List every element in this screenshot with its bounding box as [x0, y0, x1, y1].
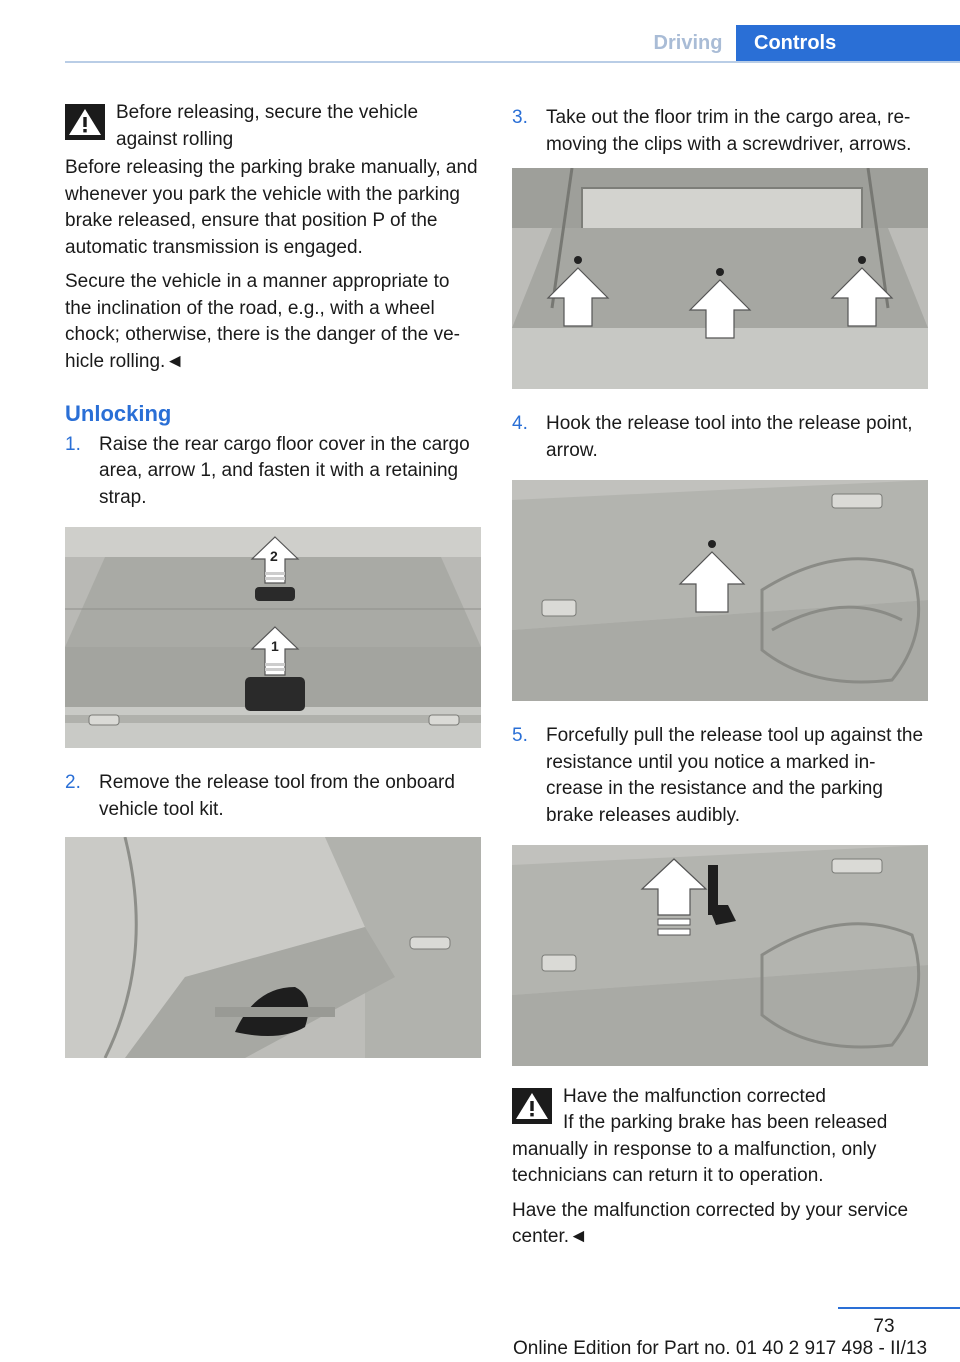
step-text: Take out the floor trim in the cargo are…	[546, 107, 912, 155]
step-number: 3.	[512, 107, 528, 128]
page-number: 73	[873, 1316, 895, 1337]
footer-rule	[838, 1307, 960, 1309]
steps-list: 4. Hook the release tool into the releas…	[512, 411, 928, 464]
steps-list: 3. Take out the floor trim in the cargo …	[512, 105, 928, 158]
steps-list: 2. Remove the release tool from the onbo…	[65, 770, 481, 823]
warning-paragraph: If the parking brake has been released m…	[512, 1112, 888, 1186]
steps-list: 5. Forcefully pull the release tool up a…	[512, 723, 928, 829]
step-text: Forcefully pull the release tool up agai…	[546, 725, 924, 826]
warning-paragraph: Have the malfunction corrected by your s…	[512, 1199, 909, 1248]
figure-cargo-floor: 2 1	[65, 527, 481, 748]
warning-box: Have the malfunction corrected	[512, 1084, 928, 1132]
left-column: Before releasing, secure the vehicle aga…	[65, 100, 481, 1080]
warning-icon	[512, 1088, 552, 1124]
arrow-label-1: 1	[271, 638, 279, 654]
warning-title: Before releasing, secure the vehicle aga…	[116, 102, 419, 150]
header-chapter: Controls	[736, 25, 960, 61]
steps-list: 1. Raise the rear cargo floor cover in t…	[65, 432, 481, 512]
warning-icon	[65, 104, 105, 140]
header-section: Driving	[653, 32, 723, 54]
step-text: Raise the rear cargo floor cover in the …	[99, 433, 470, 508]
arrow-label-2: 2	[270, 548, 278, 564]
warning-paragraph: Secure the vehicle in a manner appropria…	[65, 271, 460, 372]
list-item: 2. Remove the release tool from the onbo…	[65, 770, 481, 823]
figure-floor-trim	[512, 168, 928, 389]
list-item: 1. Raise the rear cargo floor cover in t…	[65, 432, 481, 512]
header-rule	[65, 61, 960, 63]
warning-paragraph: Before releasing the parking brake manua…	[65, 157, 478, 258]
step-number: 2.	[65, 772, 81, 793]
step-text: Remove the release tool from the onboard…	[99, 772, 455, 820]
list-item: 4. Hook the release tool into the releas…	[512, 411, 928, 464]
step-number: 5.	[512, 725, 528, 746]
right-column: 3. Take out the floor trim in the cargo …	[512, 105, 928, 1259]
edition-note: Online Edition for Part no. 01 40 2 917 …	[513, 1338, 928, 1359]
warning-title: Have the malfunction corrected	[563, 1086, 826, 1107]
figure-pull-tool	[512, 845, 928, 1066]
step-number: 1.	[65, 433, 81, 455]
section-heading: Unlocking	[65, 401, 172, 426]
list-item: 5. Forcefully pull the release tool up a…	[512, 723, 928, 829]
warning-box: Before releasing, secure the vehicle aga…	[65, 100, 481, 153]
figure-tool-kit	[65, 837, 481, 1058]
list-item: 3. Take out the floor trim in the cargo …	[512, 105, 928, 158]
step-text: Hook the release tool into the release p…	[546, 413, 913, 461]
figure-release-point	[512, 480, 928, 701]
step-number: 4.	[512, 413, 528, 434]
